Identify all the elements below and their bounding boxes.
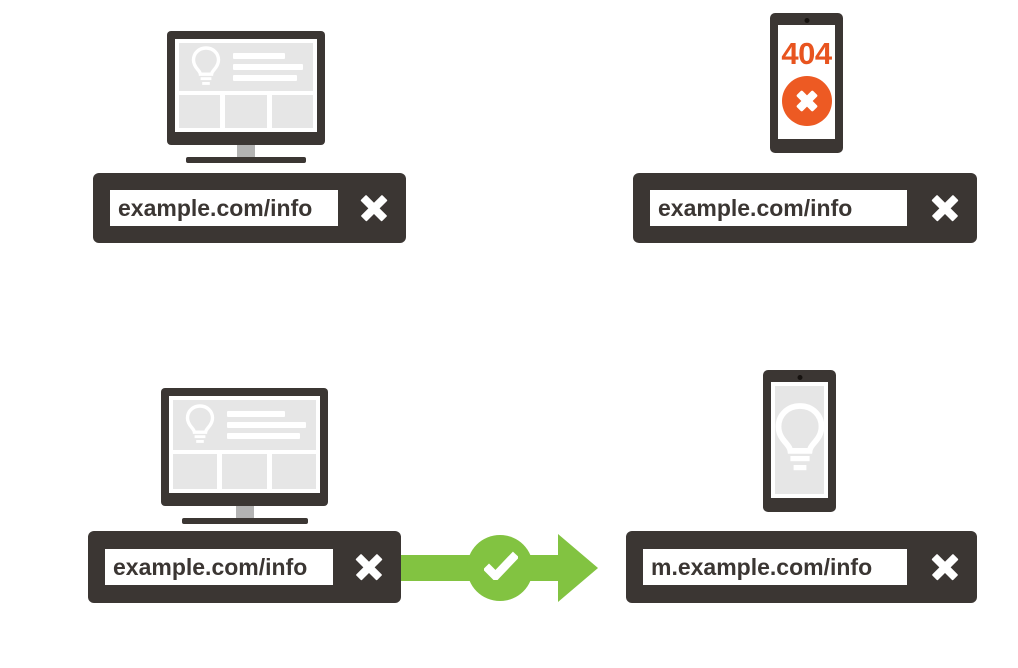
lightbulb-icon <box>189 45 223 89</box>
mobile-phone-top-right: 404 <box>770 13 843 153</box>
url-text: example.com/info <box>113 553 308 580</box>
close-x-icon[interactable] <box>359 193 389 223</box>
close-x-icon[interactable] <box>930 193 960 223</box>
phone-screen-error: 404 <box>778 25 835 139</box>
screen-tiles <box>173 453 316 489</box>
screen-tiles <box>179 94 313 128</box>
screen-text-line <box>227 410 286 417</box>
check-mark-icon <box>484 551 518 580</box>
monitor-bezel <box>161 388 328 506</box>
error-circle-x-icon <box>781 76 832 126</box>
mobile-phone-bottom-right <box>763 370 836 512</box>
close-x-icon[interactable] <box>354 552 384 582</box>
screen-tile <box>222 453 267 489</box>
monitor-neck <box>237 145 255 157</box>
error-code-text: 404 <box>781 36 832 71</box>
monitor-bezel <box>167 31 325 145</box>
screen-tile <box>173 453 218 489</box>
lightbulb-icon <box>183 403 217 447</box>
screen-tile <box>271 94 313 128</box>
url-input-bottom-left[interactable]: example.com/info <box>105 549 333 585</box>
phone-camera-icon <box>797 375 802 380</box>
screen-hero-section <box>179 43 313 91</box>
screen-text-line <box>233 52 285 59</box>
url-text: m.example.com/info <box>651 553 873 580</box>
screen-text-lines <box>227 410 306 439</box>
screen-text-line <box>233 63 303 70</box>
phone-screen-content <box>771 382 828 498</box>
screen-text-line <box>227 432 300 439</box>
screen-tile <box>179 94 221 128</box>
url-bar-bottom-right[interactable]: m.example.com/info <box>626 531 977 603</box>
screen-tile <box>271 453 316 489</box>
screen-text-line <box>233 74 298 81</box>
screen-text-lines <box>233 52 303 81</box>
url-bar-bottom-left[interactable]: example.com/info <box>88 531 401 603</box>
screen-hero-section <box>173 400 316 450</box>
close-x-icon[interactable] <box>930 552 960 582</box>
url-text: example.com/info <box>118 194 313 221</box>
phone-camera-icon <box>804 18 809 23</box>
monitor-screen <box>175 39 317 132</box>
url-input-top-right[interactable]: example.com/info <box>650 190 907 226</box>
phone-body <box>763 370 836 512</box>
monitor-neck <box>235 506 254 518</box>
desktop-monitor-top-left <box>167 31 325 163</box>
url-text: example.com/info <box>658 194 853 221</box>
phone-page-surface <box>775 386 824 494</box>
url-bar-top-right[interactable]: example.com/info <box>633 173 977 243</box>
check-circle-icon <box>467 535 533 601</box>
arrow-head-icon <box>558 534 598 602</box>
screen-tile <box>225 94 267 128</box>
screen-text-line <box>227 421 306 428</box>
monitor-screen <box>169 396 320 493</box>
redirect-arrow <box>380 533 620 603</box>
phone-body: 404 <box>770 13 843 153</box>
lightbulb-icon <box>771 401 828 479</box>
url-bar-top-left[interactable]: example.com/info <box>93 173 406 243</box>
url-input-top-left[interactable]: example.com/info <box>110 190 338 226</box>
desktop-monitor-bottom-left <box>161 388 328 524</box>
monitor-base <box>186 157 306 163</box>
monitor-base <box>181 518 308 524</box>
url-input-bottom-right[interactable]: m.example.com/info <box>643 549 907 585</box>
